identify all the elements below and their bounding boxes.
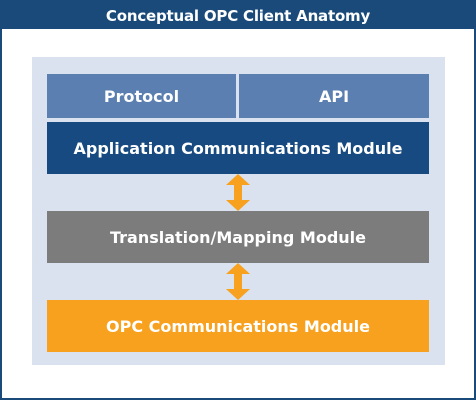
translation-mapping-module: Translation/Mapping Module: [47, 211, 429, 263]
diagram-title: Conceptual OPC Client Anatomy: [2, 2, 474, 29]
double-arrow-icon: [226, 263, 250, 300]
double-arrow-icon: [226, 174, 250, 211]
anatomy-panel: Protocol API Application Communications …: [32, 57, 445, 365]
application-communications-module: Application Communications Module: [47, 122, 429, 174]
opc-communications-module: OPC Communications Module: [47, 300, 429, 352]
api-block: API: [239, 74, 429, 118]
protocol-block: Protocol: [47, 74, 236, 118]
